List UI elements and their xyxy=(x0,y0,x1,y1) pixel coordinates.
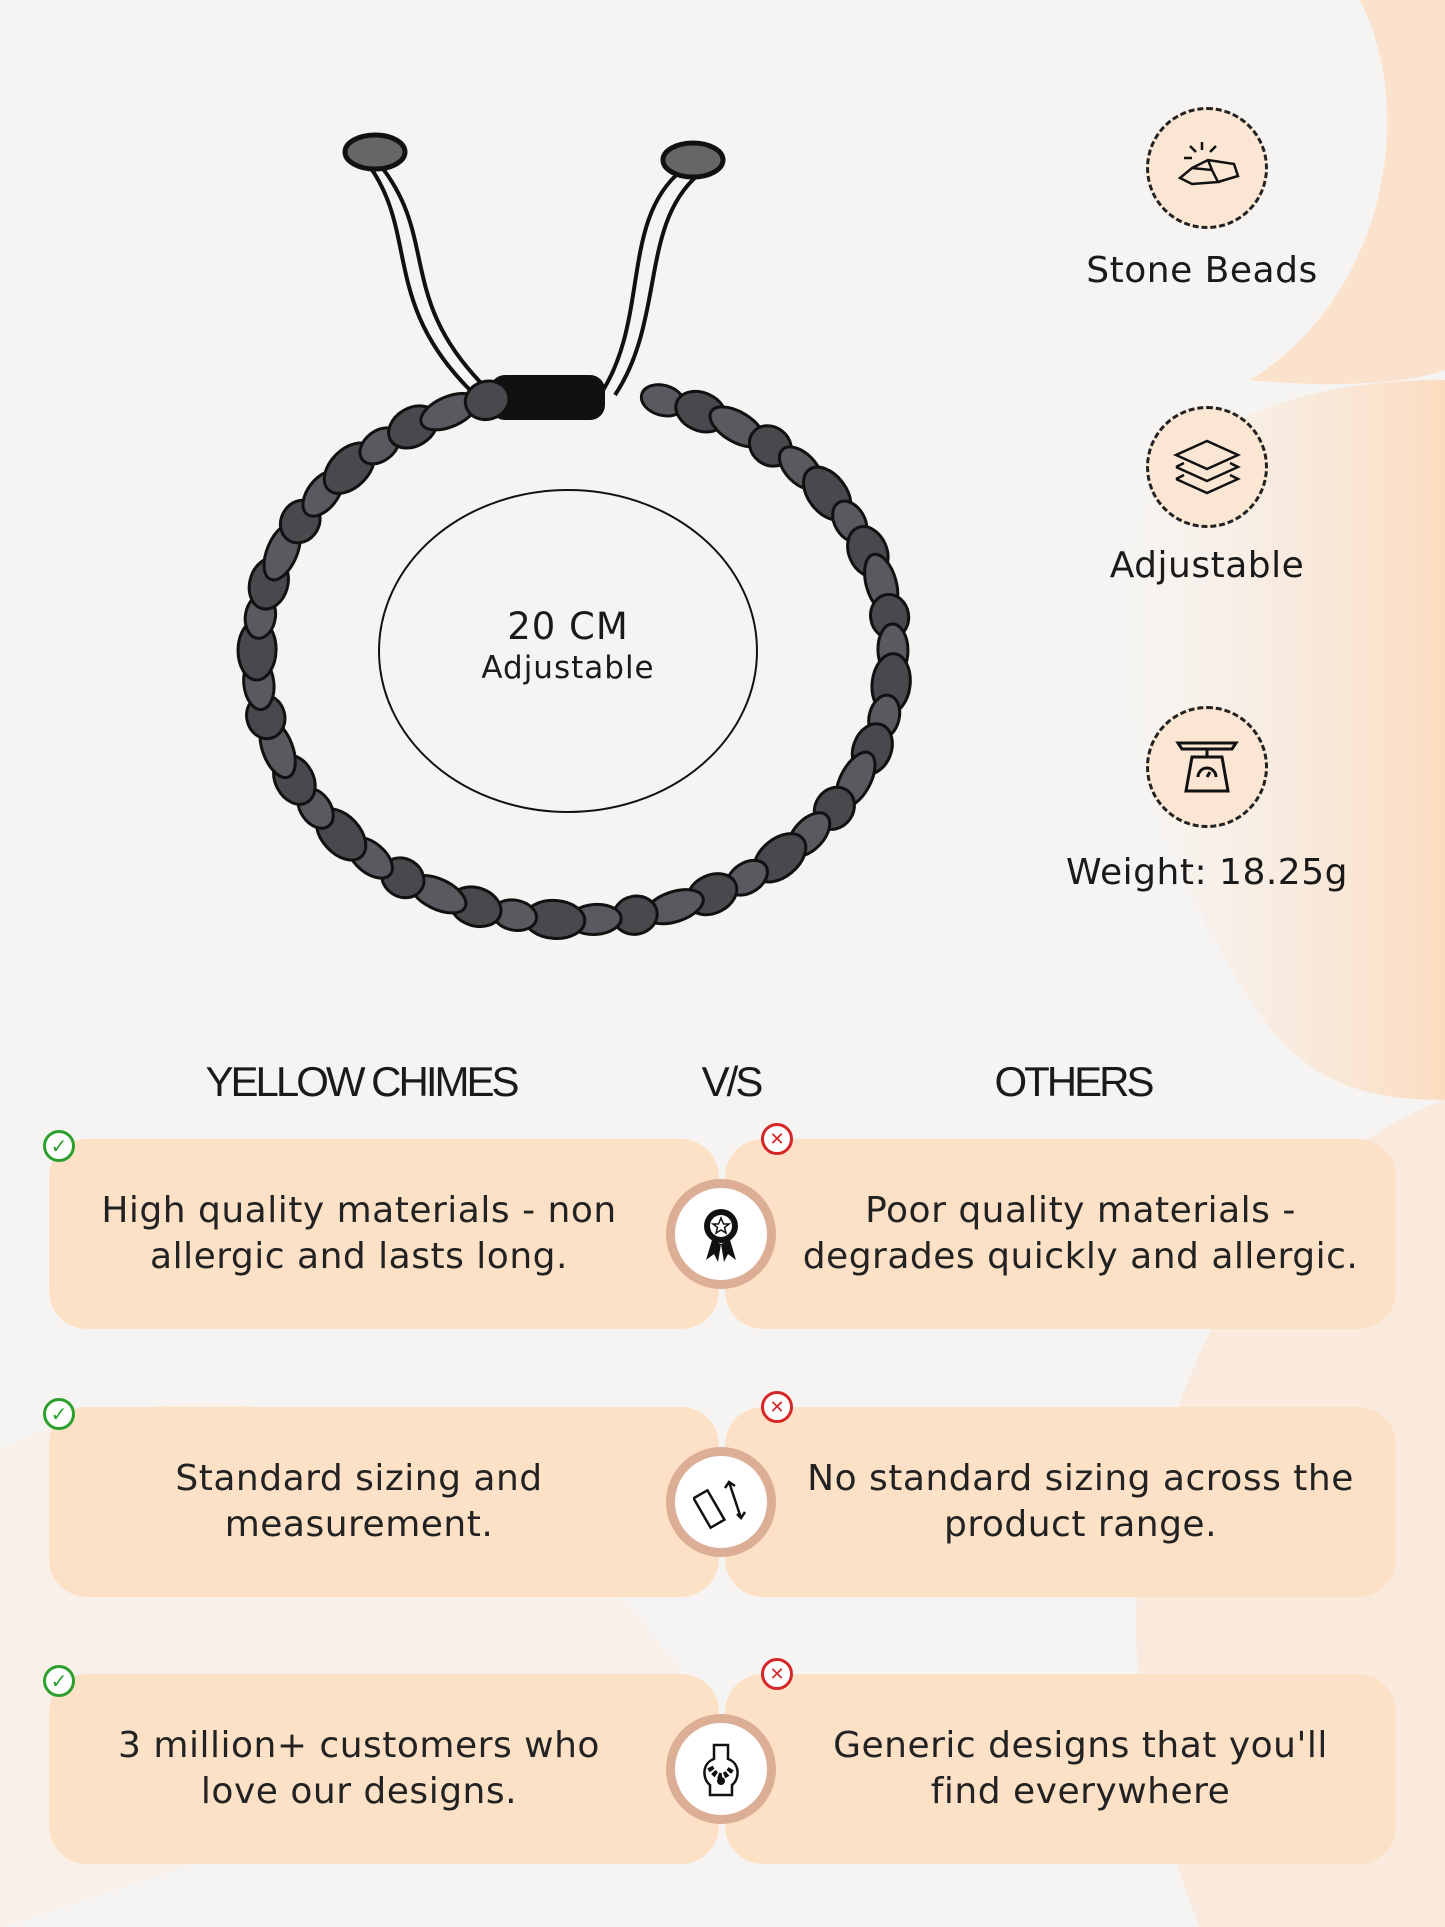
others-card: Generic designs that you'll find everywh… xyxy=(725,1674,1396,1864)
header-others: OTHERS xyxy=(994,1058,1154,1105)
ours-card: High quality materials - non allergic an… xyxy=(49,1139,719,1329)
feature-label: Weight: 18.25g xyxy=(1066,852,1348,893)
bead xyxy=(463,379,511,422)
others-text: Generic designs that you'll find everywh… xyxy=(833,1725,1328,1812)
header-yellow-chimes: YELLOW CHIMES xyxy=(205,1058,519,1105)
bracelet-image xyxy=(236,132,912,941)
cross-icon: ✕ xyxy=(761,1658,793,1690)
ours-card: 3 million+ customers who love our design… xyxy=(49,1674,719,1864)
ours-text: High quality materials - non allergic an… xyxy=(101,1190,617,1277)
jewelry-bust-icon xyxy=(666,1714,776,1824)
ruler-measure-icon xyxy=(666,1447,776,1557)
ours-text: 3 million+ customers who love our design… xyxy=(118,1725,600,1812)
others-text: No standard sizing across the product ra… xyxy=(807,1458,1354,1545)
feature-label: Adjustable xyxy=(1109,545,1305,586)
gold-bars-icon xyxy=(1146,107,1268,229)
others-text: Poor quality materials - degrades quickl… xyxy=(802,1190,1359,1277)
check-icon: ✓ xyxy=(43,1398,75,1430)
others-card: Poor quality materials - degrades quickl… xyxy=(725,1139,1396,1329)
layers-icon xyxy=(1146,406,1268,528)
feature-label: Stone Beads xyxy=(1086,250,1318,291)
check-icon: ✓ xyxy=(43,1130,75,1162)
others-card: No standard sizing across the product ra… xyxy=(725,1407,1396,1597)
cross-icon: ✕ xyxy=(761,1123,793,1155)
ours-card: Standard sizing and measurement. xyxy=(49,1407,719,1597)
ours-text: Standard sizing and measurement. xyxy=(175,1458,543,1545)
cross-icon: ✕ xyxy=(761,1391,793,1423)
cord-stopper-right xyxy=(660,140,726,180)
size-value: 20 CM xyxy=(507,605,629,648)
header-vs: V/S xyxy=(701,1058,764,1105)
check-icon: ✓ xyxy=(43,1665,75,1697)
size-note: Adjustable xyxy=(481,650,655,686)
size-ellipse xyxy=(378,489,758,813)
cords xyxy=(363,158,700,397)
weighing-scale-icon xyxy=(1146,706,1268,828)
award-ribbon-icon xyxy=(666,1179,776,1289)
cord-stopper-left xyxy=(342,132,408,172)
knot xyxy=(490,375,605,420)
